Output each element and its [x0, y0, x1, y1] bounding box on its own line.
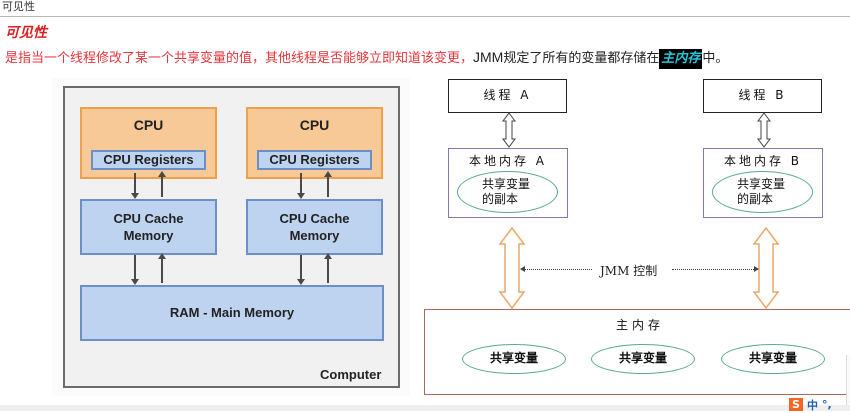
- jmm-dotted-line-right: [672, 269, 758, 270]
- copy-line-1: 共享变量: [737, 177, 786, 191]
- arrow-up-icon: [324, 253, 332, 283]
- header-bar: 可见性: [0, 0, 850, 17]
- paragraph-tail: 中。: [702, 51, 729, 66]
- cache-line-2: Memory: [289, 228, 340, 243]
- cache-line-1: CPU Cache: [113, 211, 184, 226]
- cpu-box-2: CPU CPU Registers: [246, 107, 383, 179]
- local-memory-title: 本地内存 B: [723, 154, 803, 168]
- arrow-down-icon: [297, 173, 305, 199]
- cpu-registers: CPU Registers: [257, 150, 372, 170]
- cpu-registers: CPU Registers: [91, 150, 206, 170]
- cpu-label: CPU: [133, 117, 164, 133]
- ime-language[interactable]: 中: [807, 398, 818, 412]
- arrow-up-icon: [158, 171, 166, 197]
- shared-variable-ellipse: 共享变量: [591, 344, 695, 374]
- arrow-up-icon: [324, 171, 332, 197]
- section-heading: 可见性: [5, 25, 47, 41]
- jmm-dotted-line-left: [522, 269, 592, 270]
- computer-label: Computer: [320, 367, 382, 382]
- thread-a-box: 线程 A: [448, 79, 567, 113]
- main-memory-title: 主内存: [615, 318, 664, 332]
- right-edge-panel: [846, 355, 850, 405]
- local-memory-title: 本地内存 A: [468, 154, 548, 168]
- arrow-down-icon: [131, 255, 139, 285]
- thread-local-arrow-a-icon: [502, 112, 516, 148]
- thread-local-arrow-b-icon: [757, 112, 771, 148]
- ram-main-memory: RAM - Main Memory: [80, 285, 384, 341]
- copy-line-1: 共享变量: [482, 177, 531, 191]
- paragraph-jmm: JMM: [473, 49, 504, 65]
- bottom-bar: [0, 405, 850, 411]
- jmm-control-label: JMM 控制: [600, 264, 658, 278]
- arrow-down-icon: [297, 255, 305, 285]
- copy-line-2: 的副本: [737, 192, 774, 206]
- main-memory-box: 主内存 共享变量 共享变量 共享变量: [424, 309, 850, 395]
- local-memory-b-box: 本地内存 B 共享变量 的副本: [703, 148, 823, 218]
- local-main-arrow-a-icon: [498, 226, 526, 310]
- shared-variable-copy-ellipse: 共享变量 的副本: [712, 171, 813, 213]
- copy-line-2: 的副本: [482, 192, 519, 206]
- paragraph-black-text: 规定了所有的变量都存储在: [503, 51, 660, 66]
- arrow-up-icon: [158, 253, 166, 283]
- description-paragraph: 是指当一个线程修改了某一个共享变量的值，其他线程是否能够立即知道该变更，JMM规…: [5, 48, 728, 69]
- arrow-down-icon: [131, 173, 139, 199]
- cache-line-1: CPU Cache: [279, 211, 350, 226]
- cpu-box-1: CPU CPU Registers: [80, 107, 217, 179]
- ime-punctuation[interactable]: °,: [822, 398, 832, 411]
- shared-variable-ellipse: 共享变量: [462, 344, 566, 374]
- highlighted-text[interactable]: 主内存: [659, 49, 703, 69]
- local-main-arrow-b-icon: [752, 226, 780, 310]
- header-title: 可见性: [2, 0, 35, 13]
- ime-toolbar[interactable]: S 中 °,: [789, 398, 832, 412]
- local-memory-a-box: 本地内存 A 共享变量 的副本: [448, 148, 568, 218]
- paragraph-red-text: 是指当一个线程修改了某一个共享变量的值，其他线程是否能够立即知道该变更，: [5, 51, 474, 66]
- cache-line-2: Memory: [123, 228, 174, 243]
- shared-variable-copy-ellipse: 共享变量 的副本: [457, 171, 558, 213]
- ime-logo-icon[interactable]: S: [789, 398, 803, 411]
- thread-b-box: 线程 B: [703, 79, 822, 113]
- shared-variable-ellipse: 共享变量: [721, 344, 825, 374]
- cpu-label: CPU: [299, 117, 330, 133]
